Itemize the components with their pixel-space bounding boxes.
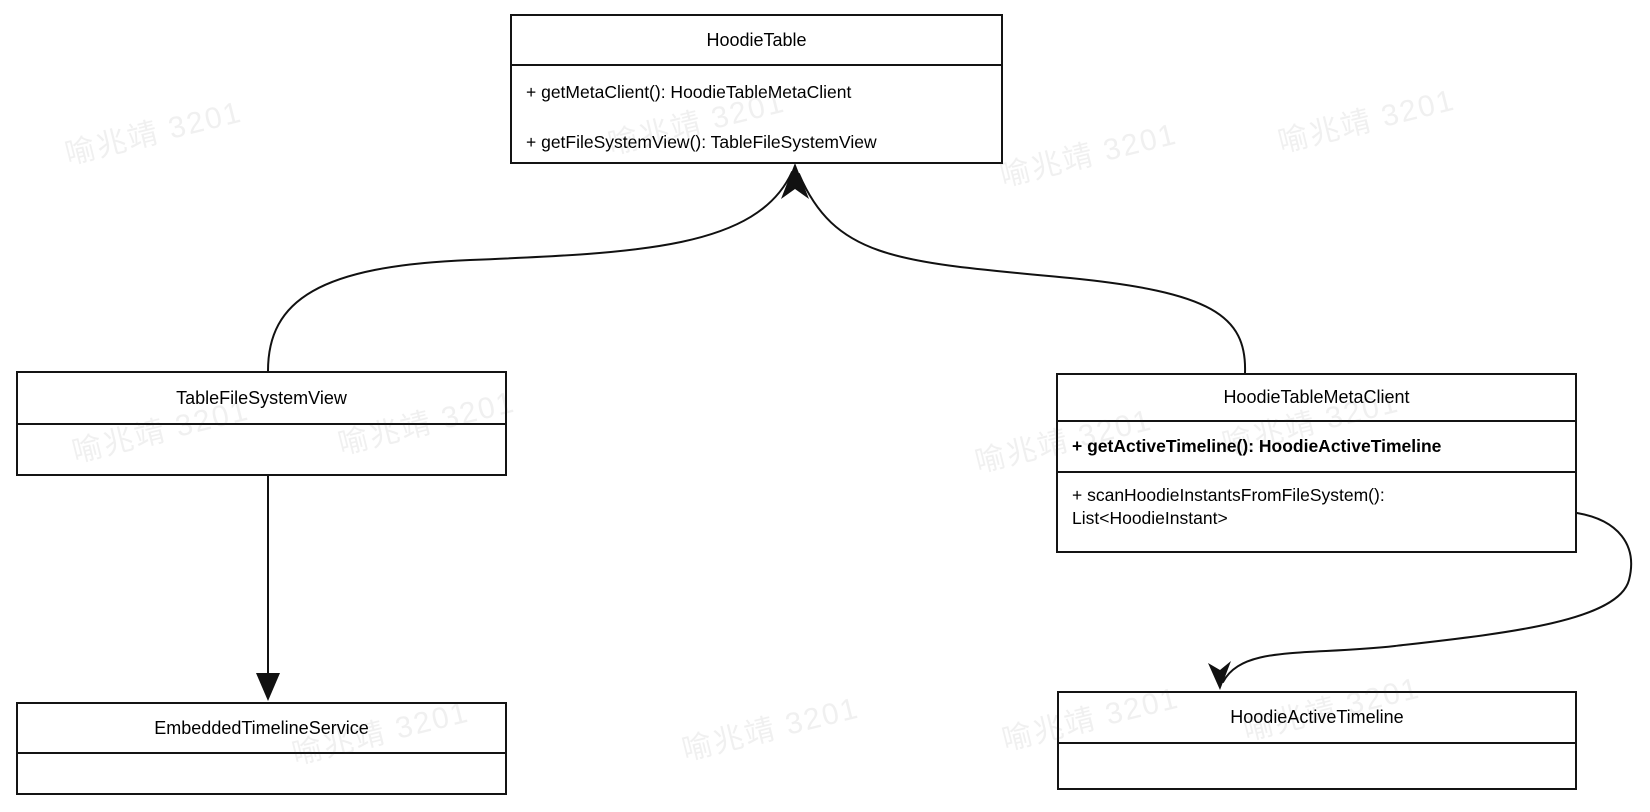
edge-tablefilesystemview-to-hoodietable [267, 171, 793, 372]
method-getmetaclient: + getMetaClient(): HoodieTableMetaClient [526, 82, 852, 102]
class-hoodietable-methods: + getMetaClient(): HoodieTableMetaClient… [512, 66, 1001, 154]
class-hoodietablemetaclient: HoodieTableMetaClient + getActiveTimelin… [1056, 373, 1577, 553]
class-embeddedtimelineservice: EmbeddedTimelineService [16, 702, 507, 795]
edge-tablefilesystemview-to-embeddedtimelineservice [256, 475, 280, 701]
watermark: 喻兆靖 3201 [61, 95, 246, 172]
class-hoodietablemetaclient-title: HoodieTableMetaClient [1058, 375, 1575, 422]
class-hoodietable: HoodieTable + getMetaClient(): HoodieTab… [510, 14, 1003, 164]
class-hoodieactivetimeline: HoodieActiveTimeline [1057, 691, 1577, 790]
class-tablefilesystemview-title: TableFileSystemView [18, 373, 505, 425]
arrowhead-down-right-icon [1208, 661, 1231, 690]
class-hoodieactivetimeline-body-empty [1059, 744, 1575, 788]
method-scanhoodieinstants: + scanHoodieInstantsFromFileSystem(): Li… [1072, 485, 1385, 528]
class-embeddedtimelineservice-title: EmbeddedTimelineService [18, 704, 505, 754]
arrowhead-down-icon [256, 673, 280, 701]
arrowhead-up-icon [781, 163, 809, 199]
class-tablefilesystemview-body-empty [18, 425, 505, 474]
watermark: 喻兆靖 3201 [678, 691, 863, 768]
watermark: 喻兆靖 3201 [996, 117, 1181, 194]
class-tablefilesystemview: TableFileSystemView [16, 371, 507, 476]
class-hoodieactivetimeline-title: HoodieActiveTimeline [1059, 693, 1575, 744]
method-getactivetimeline: + getActiveTimeline(): HoodieActiveTimel… [1058, 422, 1575, 473]
class-embeddedtimelineservice-body-empty [18, 754, 505, 793]
method-getfilesystemview: + getFileSystemView(): TableFileSystemVi… [526, 132, 877, 152]
watermark: 喻兆靖 3201 [1274, 83, 1459, 160]
class-hoodietable-title: HoodieTable [512, 16, 1001, 66]
edge-hoodietablemetaclient-to-hoodietable [781, 163, 1247, 374]
